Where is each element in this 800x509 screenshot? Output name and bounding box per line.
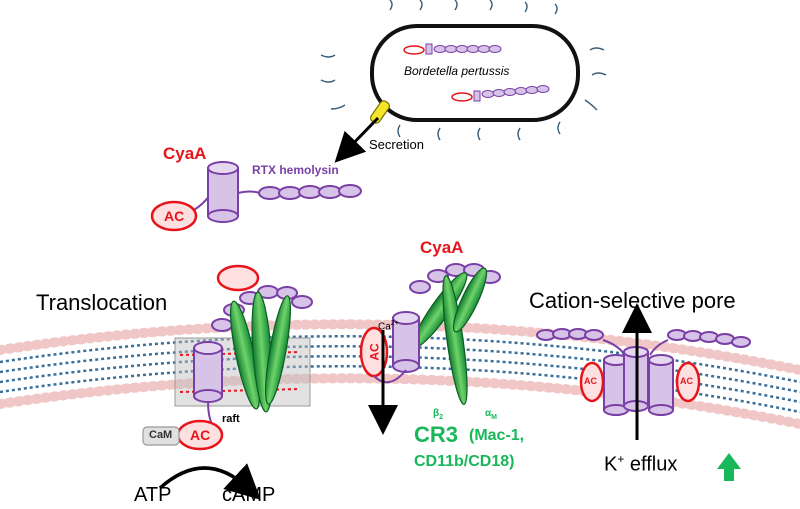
alpha-symbol: α [485, 408, 492, 419]
rtx-hemolysin-label: RTX hemolysin [252, 163, 339, 177]
bordetella-bacterium [320, 0, 607, 141]
free-cyaa-toxin [150, 161, 362, 232]
cation-pore-label: Cation-selective pore [529, 288, 736, 313]
calcium-label: Ca2+ [378, 320, 399, 332]
translocation-complex [142, 264, 313, 451]
cyaa-inside-top [403, 43, 502, 55]
cation-selective-pore [536, 303, 751, 440]
cyaa-inside-bottom [451, 85, 550, 102]
ac-label-pore-right: AC [680, 376, 693, 386]
ac-label-inside: AC [190, 427, 211, 443]
ac-domain-free [150, 200, 198, 232]
raft-label: raft [222, 413, 240, 425]
ac-domain-outside [216, 264, 260, 292]
receptor-bound-cyaa [359, 263, 501, 405]
atp-label: ATP [134, 484, 172, 506]
bacterium-name: Bordetella pertussis [404, 64, 510, 78]
alpha-subscript: M [491, 414, 497, 421]
cr3-label: CR3 [414, 422, 459, 447]
potassium-efflux-label: K+ efflux [604, 452, 677, 477]
atp-to-camp-arrow [158, 463, 261, 500]
alpham-label: αM [485, 408, 497, 421]
beta-subscript: 2 [439, 414, 444, 421]
cr3-alias-line1: (Mac-1, [469, 427, 525, 444]
beta2-label: β2 [433, 408, 443, 421]
efflux-word: efflux [629, 453, 678, 476]
ac-domain-pore-right [675, 361, 701, 403]
ac-label-membrane: AC [367, 343, 382, 361]
calcium-charge: 2+ [390, 320, 399, 327]
cr3-integrin-helices [412, 267, 488, 405]
cyaa-title-bound: CyaA [420, 238, 464, 257]
potassium-charge: + [617, 452, 625, 466]
secretion-label: Secretion [369, 137, 424, 152]
calmodulin-box [142, 426, 180, 446]
ac-label-free: AC [164, 208, 185, 224]
ac-label-pore-left: AC [584, 376, 597, 386]
translocation-label: Translocation [36, 290, 168, 315]
secretion-pore [369, 100, 391, 124]
rtx-repeats [258, 184, 362, 200]
potassium-symbol: K [604, 453, 618, 476]
hydrophobic-helices [229, 291, 291, 413]
increase-arrow-icon [717, 453, 741, 481]
calmodulin-label: CaM [149, 429, 173, 441]
cyaa-title-free: CyaA [163, 144, 207, 163]
ac-domain-pore-left [579, 361, 605, 403]
cr3-alias-line2: CD11b/CD18) [414, 453, 515, 470]
secretion-arrow [334, 116, 380, 163]
camp-label: cAMP [222, 484, 276, 506]
calcium-symbol: Ca [378, 321, 391, 333]
beta-symbol: β [433, 408, 440, 419]
